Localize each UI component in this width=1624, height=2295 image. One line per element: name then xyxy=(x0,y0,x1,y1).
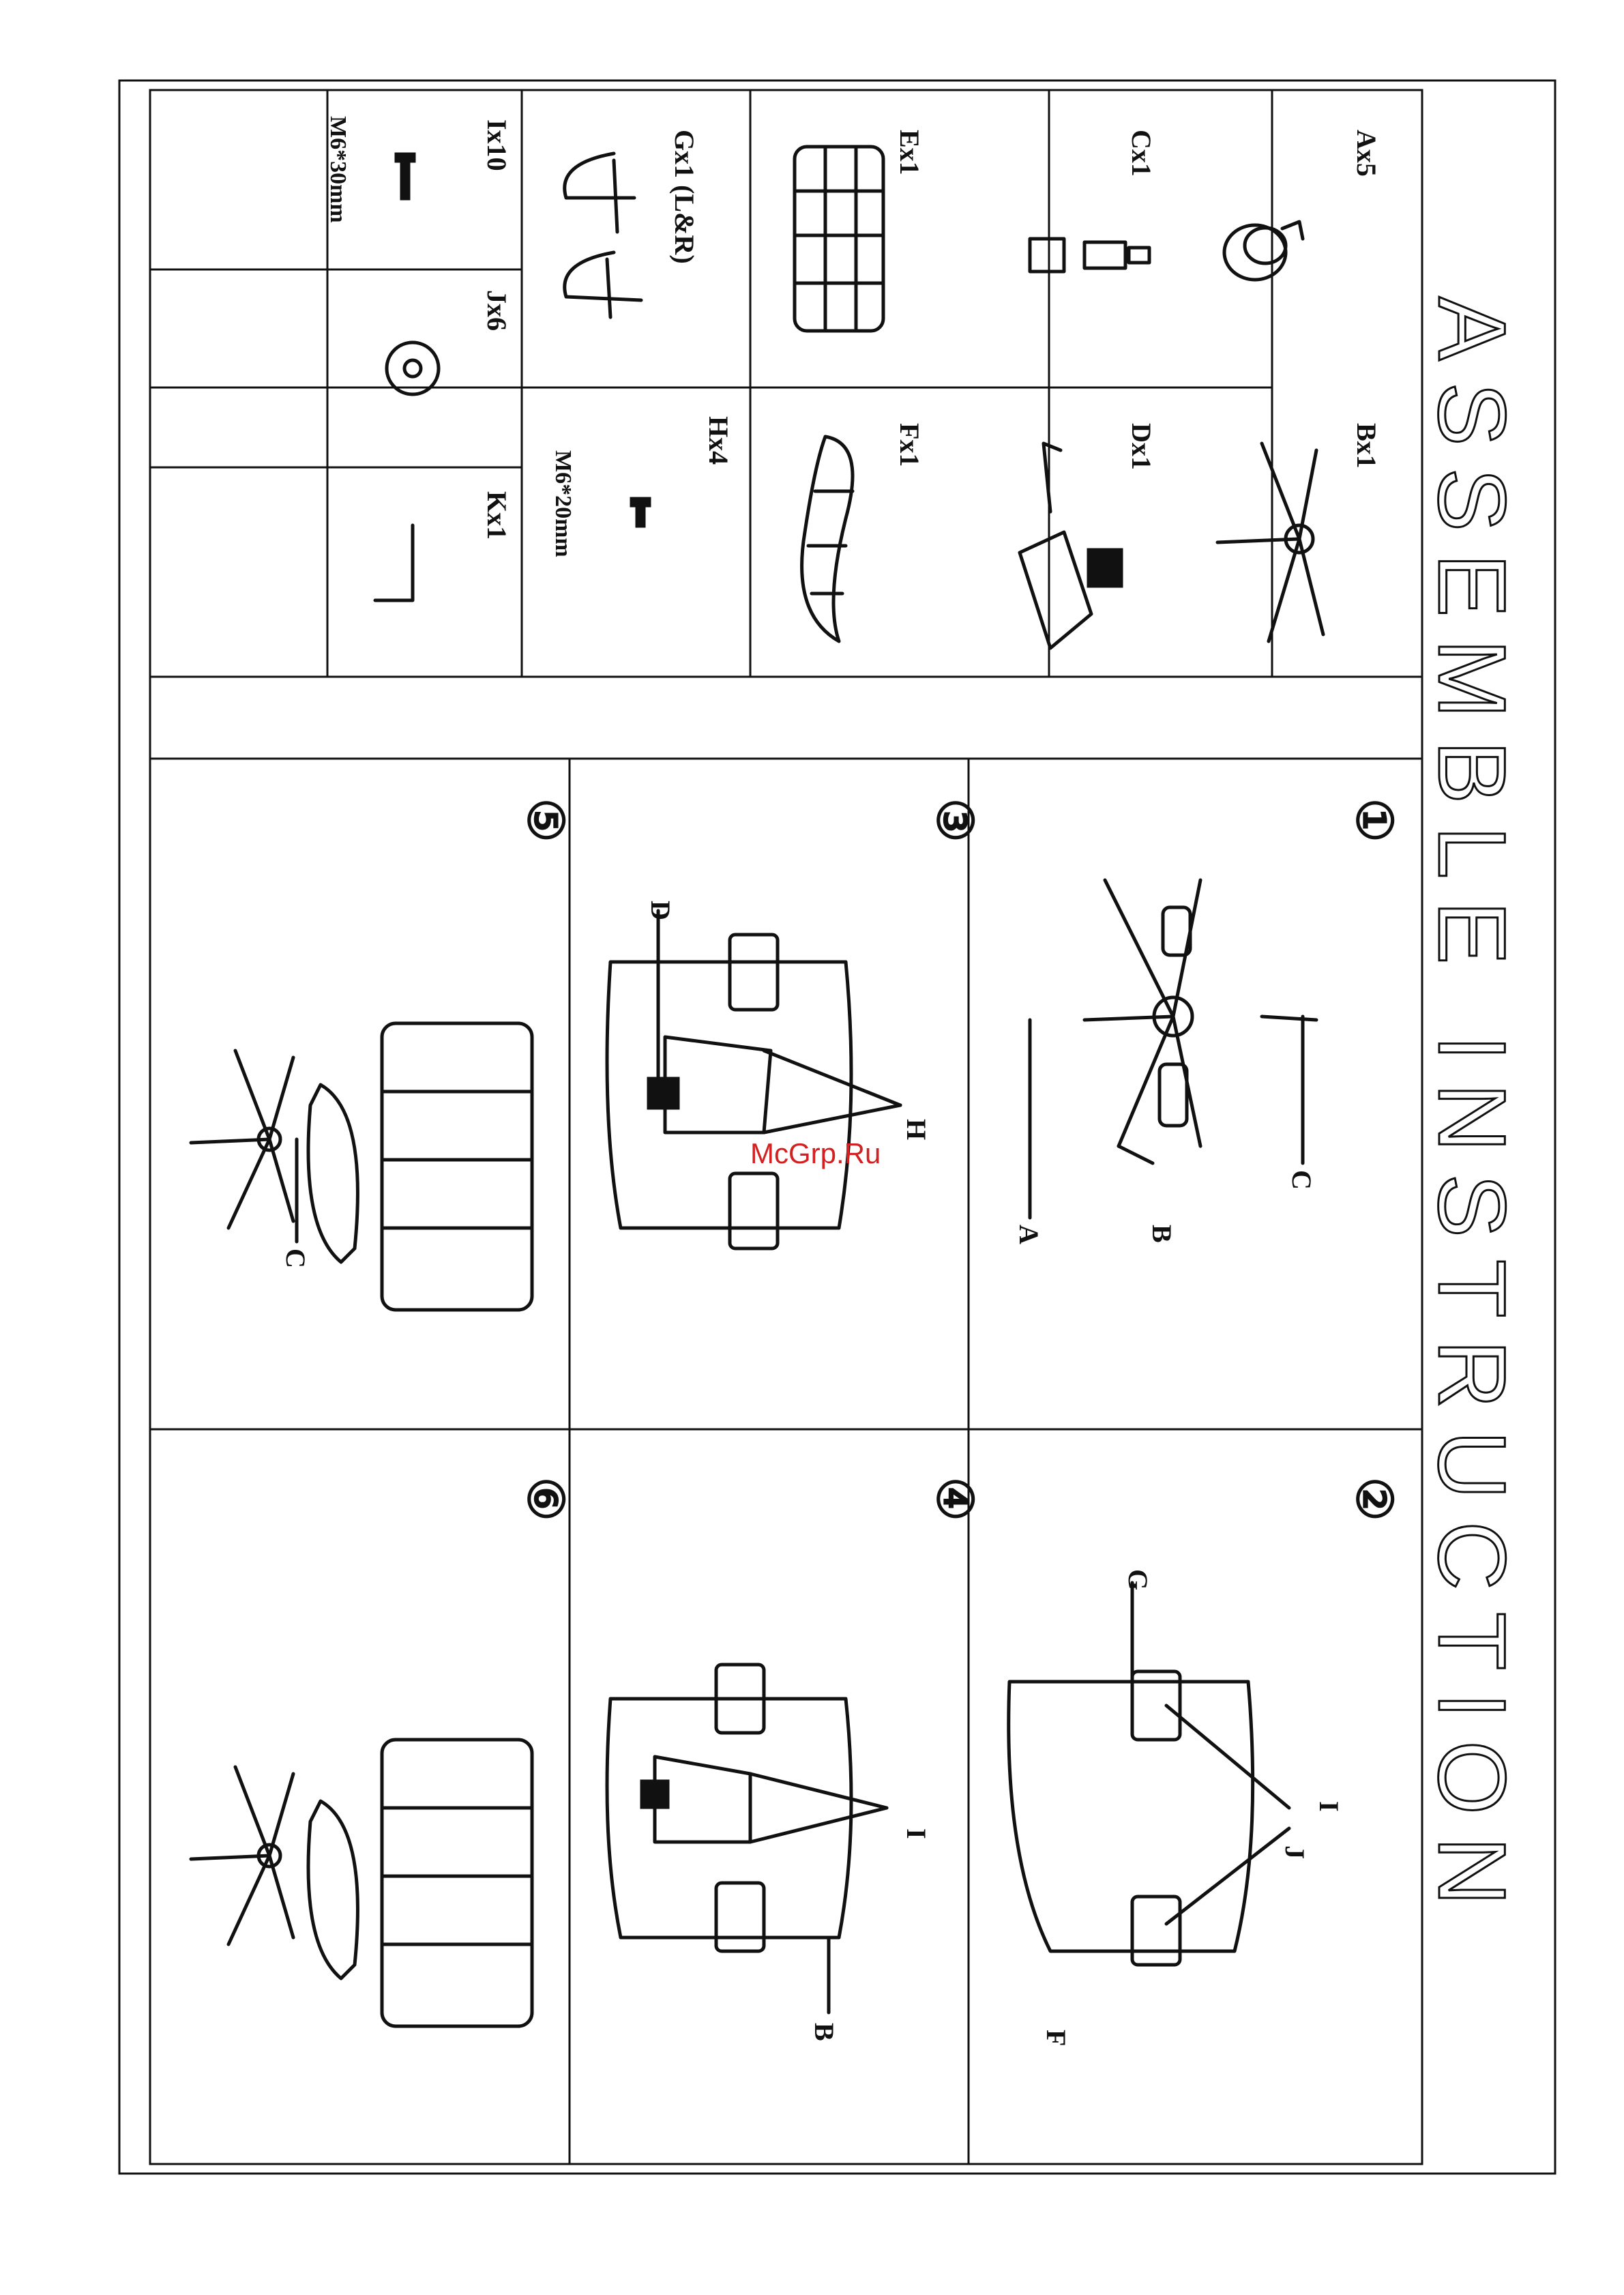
part-label: Jx6 xyxy=(482,290,512,331)
gas-lift-icon xyxy=(1030,239,1149,272)
allen-key-icon xyxy=(375,525,413,600)
page-title: ASSEMBLE INSTRUCTION xyxy=(1419,297,1526,1927)
step-3-panel: ③ D H xyxy=(607,798,981,1248)
part-spec: M6*20mm xyxy=(550,450,576,557)
step-5-panel: ⑤ C xyxy=(191,798,572,1310)
step-number: ④ xyxy=(927,1477,981,1521)
callout-label: A xyxy=(1014,1225,1044,1244)
part-cell-a: Ax5 xyxy=(1224,130,1382,280)
part-cell-e: Ex1 xyxy=(795,130,925,331)
callout-label: J xyxy=(1280,1845,1310,1859)
part-cell-b: Bx1 xyxy=(1217,423,1382,641)
base-assembly-icon xyxy=(1030,880,1316,1218)
part-label: Dx1 xyxy=(1126,423,1157,470)
part-label: Gx1 (L&R) xyxy=(669,130,700,264)
base-attach-icon xyxy=(607,1665,887,2013)
seat-with-armrests-icon xyxy=(1009,1583,1289,1965)
chair-complete-icon xyxy=(191,1740,532,2026)
callout-label: I xyxy=(1314,1801,1344,1812)
part-cell-d: Dx1 xyxy=(1020,423,1157,648)
part-label: Bx1 xyxy=(1351,423,1382,469)
callout-label: B xyxy=(1147,1225,1177,1243)
callout-label: D xyxy=(645,901,676,920)
callout-label: B xyxy=(809,2023,840,2041)
part-cell-h: Hx4 M6*20mm xyxy=(550,416,734,557)
callout-label: G xyxy=(1123,1569,1153,1590)
short-bolt-icon xyxy=(631,498,650,527)
outer-frame xyxy=(119,81,1555,2174)
part-cell-k: Kx1 xyxy=(375,491,512,600)
part-label: Ax5 xyxy=(1351,130,1382,177)
part-cell-g: Gx1 (L&R) xyxy=(565,130,700,317)
backrest-cushion-icon xyxy=(795,147,883,331)
part-label: Cx1 xyxy=(1126,130,1157,177)
part-label: Hx4 xyxy=(703,416,734,465)
part-label: Kx1 xyxy=(482,491,512,540)
step-2-panel: ② G I J F xyxy=(1009,1477,1401,2046)
part-cell-i: Ix10 M6*30mm xyxy=(325,116,512,223)
star-base-icon xyxy=(1217,443,1323,641)
part-label: Fx1 xyxy=(894,423,925,467)
callout-label: C xyxy=(1286,1170,1317,1190)
part-cell-j: Jx6 xyxy=(387,290,512,394)
callout-label: F xyxy=(1041,2030,1072,2046)
seat-cushion-icon xyxy=(802,437,853,641)
step-number: ⑥ xyxy=(518,1477,572,1521)
step-number: ① xyxy=(1346,798,1401,843)
caster-wheel-icon xyxy=(1224,222,1303,280)
callout-label: C xyxy=(280,1248,311,1268)
part-cell-f: Fx1 xyxy=(802,423,925,641)
part-spec: M6*30mm xyxy=(325,116,351,223)
step-number: ⑤ xyxy=(518,798,572,843)
step-4-panel: ④ I B xyxy=(607,1477,981,2041)
step-number: ③ xyxy=(927,798,981,843)
steps-grid xyxy=(150,759,1422,2164)
watermark: McGrp.Ru xyxy=(750,1137,881,1169)
part-label: Ex1 xyxy=(894,130,925,175)
step-1-panel: ① A B C xyxy=(1014,798,1401,1244)
part-label: Ix10 xyxy=(482,119,512,171)
armrest-pair-icon xyxy=(565,154,641,317)
chair-partial-icon xyxy=(191,1023,532,1310)
callout-label: H xyxy=(901,1119,932,1140)
step-number: ② xyxy=(1346,1477,1401,1521)
step-6-panel: ⑥ xyxy=(191,1477,572,2026)
tilt-mechanism-icon xyxy=(1020,443,1122,648)
title-band: ASSEMBLE INSTRUCTION xyxy=(1419,297,1526,1927)
mechanism-mounting-icon xyxy=(607,911,900,1248)
long-bolt-icon xyxy=(396,154,415,199)
callout-label: I xyxy=(901,1828,932,1839)
